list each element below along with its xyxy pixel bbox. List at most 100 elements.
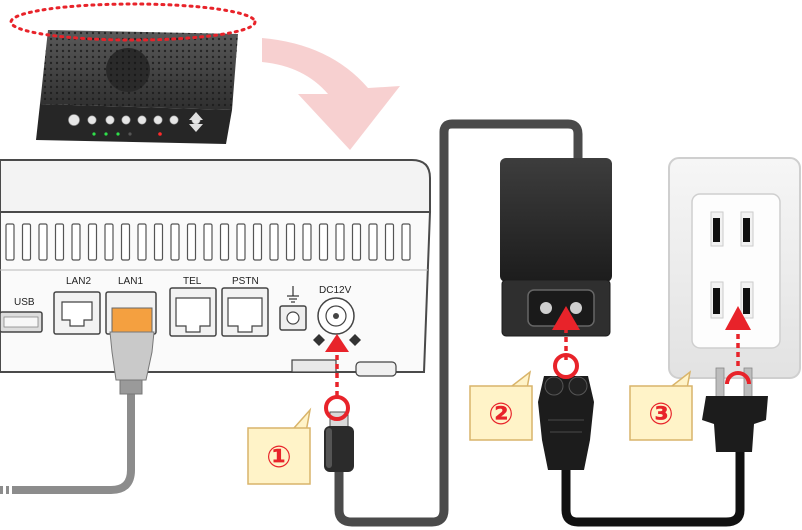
inlet-pin-right	[570, 302, 582, 314]
lan-connector-body	[109, 331, 155, 381]
pstn-port-socket	[227, 297, 263, 333]
led-green	[92, 132, 96, 136]
outlet-slot	[743, 288, 750, 314]
step2-callout: ②	[469, 370, 533, 441]
vent-slot	[87, 223, 98, 261]
vent-slot	[71, 223, 81, 261]
lan-connector-pins	[111, 307, 153, 333]
dc-plug-highlight	[326, 428, 332, 468]
vent-slot	[285, 223, 296, 261]
vent-slot	[54, 223, 65, 261]
outlet-slot	[713, 218, 720, 242]
wall-plug	[702, 367, 768, 452]
step1-ring	[324, 395, 350, 421]
step2-arrow	[552, 306, 580, 379]
tel-port-label: TEL	[183, 276, 202, 287]
usb-port-label: USB	[14, 297, 35, 308]
step3-callout: ③	[629, 370, 693, 441]
lan1-port-label: LAN1	[118, 276, 143, 287]
wall-plug-prong-left	[715, 367, 725, 399]
vent-slot	[236, 223, 246, 261]
step3-ring	[725, 371, 751, 385]
top-highlight-ellipse	[9, 2, 257, 42]
down-arrow-icon	[189, 124, 203, 132]
vent-slot	[302, 223, 312, 261]
router-status-leds	[92, 132, 162, 136]
router-front-button	[121, 115, 131, 125]
vent-slot	[203, 223, 213, 261]
rear-vent-slots	[5, 223, 411, 261]
orientation-arrow	[262, 38, 400, 150]
step1-arrow-head	[325, 334, 349, 352]
pstn-port-label: PSTN	[232, 276, 259, 287]
router-front-button	[153, 115, 163, 125]
router-rear-panel: USB LAN2 LAN1 TEL PSTN DC12V	[0, 159, 432, 377]
led-green	[116, 132, 120, 136]
lan2-port-label: LAN2	[66, 276, 91, 287]
wall-outlet	[668, 157, 801, 379]
ac-adapter	[500, 158, 612, 337]
lan-cable	[0, 307, 155, 494]
cord-plug-body	[538, 376, 594, 470]
cord-plug-socket-left	[544, 376, 564, 396]
router-front-buttons	[68, 114, 201, 126]
dc-power-cable	[324, 119, 583, 527]
rear-foot	[355, 361, 397, 377]
led-green	[104, 132, 108, 136]
vent-slot	[219, 223, 230, 261]
router-speaker-dots	[106, 48, 150, 92]
adapter-body	[500, 158, 612, 282]
router-front-button	[68, 114, 80, 126]
router-front-button	[105, 115, 115, 125]
vent-slot	[269, 223, 279, 261]
led-red	[158, 132, 162, 136]
outlet-slot	[743, 218, 750, 242]
step2-label: ②	[488, 397, 513, 432]
tel-port-socket	[175, 297, 211, 333]
router-front-face	[36, 104, 232, 144]
lan2-port-socket	[61, 301, 93, 327]
router-front-button	[87, 115, 97, 125]
wall-plug-body	[702, 396, 768, 452]
rear-panel-top	[0, 159, 431, 213]
vent-slot	[384, 223, 395, 261]
dc-port-label: DC12V	[319, 285, 352, 296]
router-top-view	[36, 30, 238, 144]
vent-slot	[5, 223, 15, 261]
step1-arrow	[324, 334, 350, 421]
vent-slot	[104, 223, 114, 261]
vent-slot	[186, 223, 197, 261]
step3-arrow-head	[725, 306, 751, 330]
rear-foot	[291, 359, 337, 373]
step2-arrow-head	[552, 306, 580, 330]
vent-slot	[335, 223, 345, 261]
step1-label: ①	[266, 440, 291, 475]
vent-slot	[368, 223, 378, 261]
step3-label: ③	[648, 397, 673, 432]
vent-slot	[401, 223, 411, 261]
step1-callout: ①	[247, 407, 312, 485]
vent-slot	[120, 223, 131, 261]
step3-callout-box	[629, 385, 693, 441]
ground-screw	[286, 311, 300, 325]
router-front-button	[137, 115, 147, 125]
inlet-pin-left	[540, 302, 552, 314]
vent-slot	[153, 223, 164, 261]
usb-port-slot	[3, 316, 39, 328]
power-cord-plug	[538, 376, 745, 527]
dc-cable-wire	[334, 119, 583, 527]
step3-arrow	[725, 306, 751, 385]
outlet-slot	[713, 288, 720, 314]
led-off	[128, 132, 132, 136]
vent-slot	[351, 223, 362, 261]
vent-slot	[137, 223, 147, 261]
vent-slot	[21, 223, 32, 261]
vent-slot	[252, 223, 263, 261]
cord-plug-socket-right	[568, 376, 588, 396]
vent-slot	[170, 223, 180, 261]
lan-cable-wire	[12, 392, 135, 494]
power-cord-wire	[561, 450, 745, 527]
up-arrow-icon	[189, 112, 203, 120]
